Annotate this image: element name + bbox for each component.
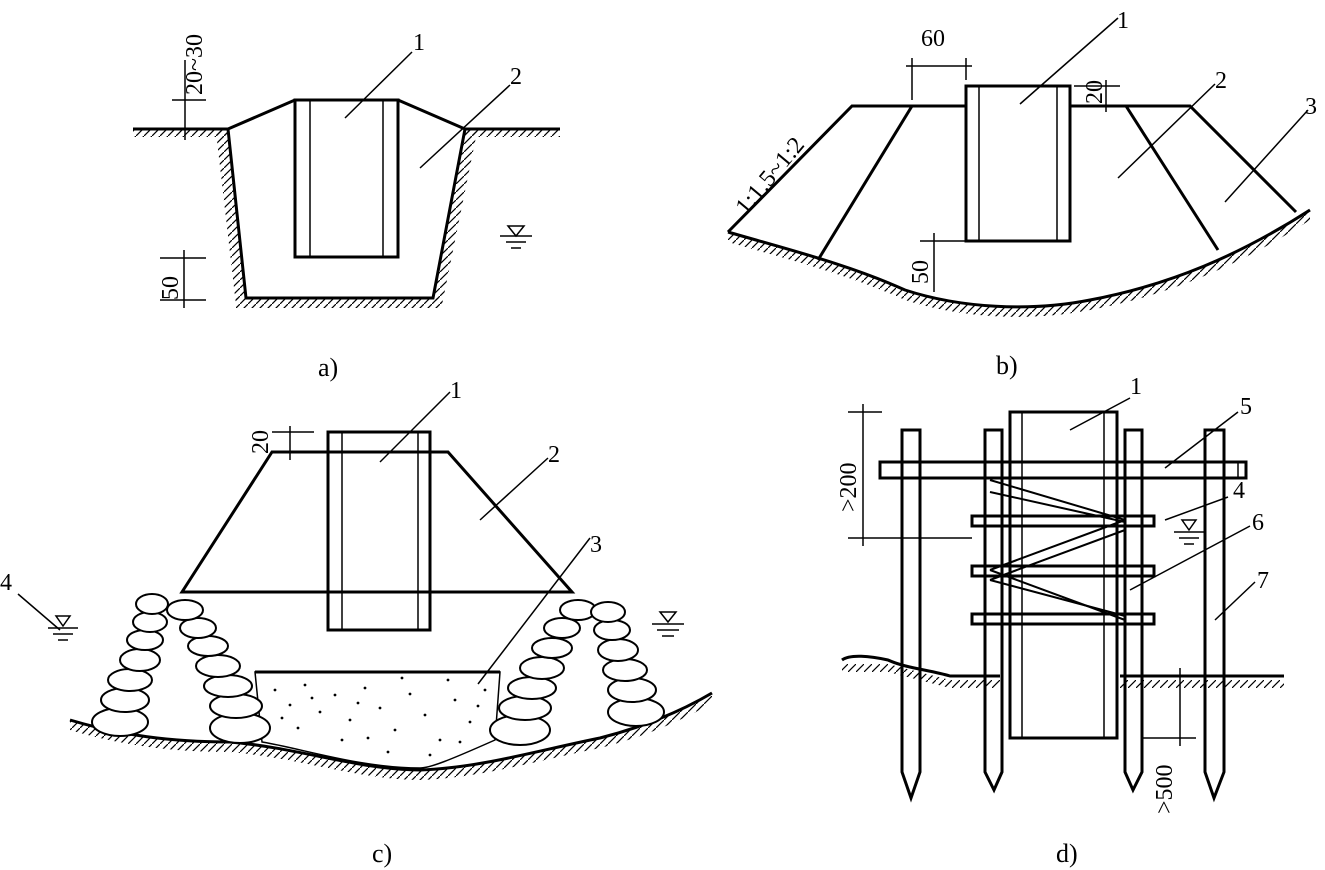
dim-bottom: 50 xyxy=(158,276,184,300)
embankment-right xyxy=(1070,104,1298,214)
fill-divider-right xyxy=(1124,105,1220,251)
leader-1 xyxy=(344,51,413,119)
label-3: 3 xyxy=(1305,94,1317,120)
gravel-fill xyxy=(254,671,501,769)
leader-3 xyxy=(1224,109,1309,203)
pile xyxy=(1123,428,1144,794)
dim-rise: 20 xyxy=(1082,80,1108,104)
label-1: 1 xyxy=(1117,8,1129,34)
water-level-icon xyxy=(500,225,532,249)
leader-4 xyxy=(1164,496,1229,521)
fill-divider-left xyxy=(816,105,914,261)
leader-5 xyxy=(1164,411,1239,469)
label-1: 1 xyxy=(450,378,462,404)
caisson xyxy=(326,430,432,632)
panel-a: 1 2 20~30 50 a) xyxy=(133,30,560,382)
waler xyxy=(970,564,1156,578)
ground-hatch xyxy=(728,210,1310,317)
leader-1 xyxy=(379,391,451,463)
slope-ratio: 1:1.5~1:2 xyxy=(731,132,810,219)
stone-pile-right xyxy=(489,599,665,746)
caption-d: d) xyxy=(1056,839,1078,868)
leader-1 xyxy=(1019,17,1119,105)
embankment-left xyxy=(726,104,966,234)
top-beam xyxy=(878,460,1248,480)
ground-hatch xyxy=(1120,680,1284,688)
label-5: 5 xyxy=(1240,394,1252,420)
leader-2 xyxy=(1117,83,1216,179)
leader-6 xyxy=(1129,525,1251,591)
trench-wall-hatch xyxy=(216,129,246,305)
leader-3 xyxy=(477,537,591,685)
gravel-speckle xyxy=(273,676,487,757)
label-1: 1 xyxy=(1130,374,1142,400)
leader-7 xyxy=(1214,581,1256,621)
caption-b: b) xyxy=(996,351,1018,380)
panel-b: 1 2 3 60 20 50 1:1.5~1:2 b) xyxy=(726,8,1317,380)
pile xyxy=(1203,428,1226,803)
pile xyxy=(900,428,922,803)
water-level-icon xyxy=(48,615,78,641)
label-7: 7 xyxy=(1257,568,1269,594)
leader-2 xyxy=(479,457,549,521)
label-1: 1 xyxy=(413,30,425,56)
label-4: 4 xyxy=(0,570,12,596)
ground-curve xyxy=(69,691,713,772)
label-2: 2 xyxy=(548,442,560,468)
stone-pile-left xyxy=(91,593,271,744)
label-2: 2 xyxy=(1215,68,1227,94)
dim-rise: 20 xyxy=(248,430,274,454)
caisson xyxy=(293,98,400,259)
label-6: 6 xyxy=(1252,510,1264,536)
waler xyxy=(970,514,1156,528)
leader-1 xyxy=(1069,397,1131,431)
cofferdam-body xyxy=(226,98,467,300)
trench-wall-hatch xyxy=(433,129,477,305)
ground-line-left xyxy=(841,654,1000,678)
pile xyxy=(983,428,1004,794)
leader-2 xyxy=(419,84,511,169)
label-3: 3 xyxy=(590,532,602,558)
cofferdam-body xyxy=(179,450,576,594)
label-2: 2 xyxy=(510,64,522,90)
dim-bottom: 50 xyxy=(908,260,934,284)
cross-bracing xyxy=(989,479,1126,621)
caption-c: c) xyxy=(372,839,392,868)
trench-bottom-hatch xyxy=(236,298,442,308)
water-level-icon xyxy=(1174,519,1204,545)
ground-hatch xyxy=(465,129,560,137)
leader-4 xyxy=(17,593,61,631)
panel-c: 1 2 3 4 20 c) xyxy=(0,378,713,868)
waler xyxy=(970,612,1156,626)
dim-width: 60 xyxy=(921,26,945,52)
label-4: 4 xyxy=(1233,478,1245,504)
ground-hatch xyxy=(133,129,228,137)
caisson xyxy=(964,84,1072,243)
ground-hatch xyxy=(70,693,712,780)
dim-bottom: >500 xyxy=(1152,764,1178,814)
water-level-icon xyxy=(652,611,684,637)
panel-d: 1 5 4 6 7 >200 >500 d) xyxy=(836,374,1284,868)
dim-top: 20~30 xyxy=(182,34,208,95)
dim-top: >200 xyxy=(836,462,862,512)
caption-a: a) xyxy=(318,353,338,382)
